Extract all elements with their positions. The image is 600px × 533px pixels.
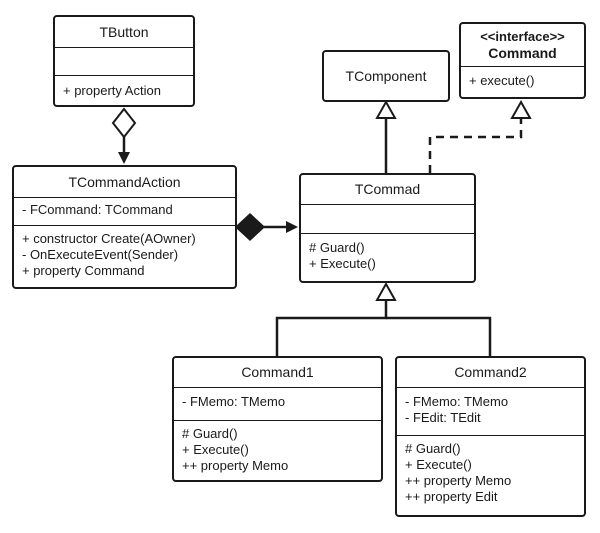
composition-arrowhead [286,221,298,233]
class-command-stereotype: <<interface>> [480,28,565,44]
class-command2-operations: # Guard() + Execute() ++ property Memo +… [397,435,584,509]
operation: ++ property Memo [182,458,289,473]
class-tbutton-operations: + property Action [55,75,193,103]
class-tcomponent: TComponent [322,50,450,102]
class-tcommandaction: TCommandAction - FCommand: TCommand + co… [12,165,237,289]
class-tcommad-attributes [301,204,474,233]
operation: + Execute() [309,256,376,271]
class-command2-name: Command2 [454,364,527,380]
class-command1-attributes: - FMemo: TMemo [174,387,381,420]
generalization-triangle-tcomponent [375,99,397,119]
class-tbutton-name: TButton [99,23,149,40]
operation: + Execute() [182,442,249,457]
class-command2: Command2 - FMemo: TMemo - FEdit: TEdit #… [395,356,586,517]
class-command2-name-compartment: Command2 [397,358,584,387]
operation: + property Command [22,263,145,278]
class-tcommandaction-name: TCommandAction [68,173,181,190]
generalization-line-command2-tcommad [386,316,492,356]
class-tbutton: TButton + property Action [53,15,195,107]
operation: + constructor Create(AOwner) [22,231,196,246]
class-tbutton-name-compartment: TButton [55,17,193,47]
class-tcommad-name-compartment: TCommad [301,175,474,204]
class-tcommandaction-name-compartment: TCommandAction [14,167,235,197]
operation: ++ property Edit [405,489,498,504]
class-command1-name: Command1 [241,364,314,380]
realization-line-tcommad-command [428,118,523,173]
generalization-line-command1-tcommad [275,300,388,356]
aggregation-arrowhead [118,152,130,164]
class-command2-attributes: - FMemo: TMemo - FEdit: TEdit [397,387,584,435]
operation: # Guard() [405,441,461,456]
class-command1: Command1 - FMemo: TMemo # Guard() + Exec… [172,356,383,482]
operation: - OnExecuteEvent(Sender) [22,247,179,262]
class-tcommandaction-operations: + constructor Create(AOwner) - OnExecute… [14,225,235,283]
class-command-operations: + execute() [461,66,584,93]
operation: ++ property Memo [405,473,512,488]
class-tbutton-attributes [55,47,193,75]
operation: # Guard() [182,426,238,441]
attribute: - FMemo: TMemo [182,394,286,409]
class-tcomponent-name-compartment: TComponent [324,52,448,100]
class-tcomponent-name: TComponent [345,67,427,84]
composition-diamond-filled [234,212,266,242]
operation: + property Action [63,83,161,98]
operation: + execute() [469,73,535,88]
operation: # Guard() [309,240,365,255]
attribute: - FMemo: TMemo [405,394,509,409]
attribute: - FCommand: TCommand [22,202,173,217]
class-command-name-compartment: <<interface>> Command [461,24,584,66]
class-tcommandaction-attributes: - FCommand: TCommand [14,197,235,225]
class-command-interface: <<interface>> Command + execute() [459,22,586,99]
class-tcommad: TCommad # Guard() + Execute() [299,173,476,283]
generalization-triangle-tcommad [375,281,397,301]
operation: + Execute() [405,457,472,472]
realization-triangle-command [510,99,532,119]
aggregation-diamond-open [111,107,137,139]
class-command1-name-compartment: Command1 [174,358,381,387]
attribute: - FEdit: TEdit [405,410,481,425]
class-tcommad-name: TCommad [354,181,421,197]
class-command-name: Command [488,44,557,61]
class-tcommad-operations: # Guard() + Execute() [301,233,474,276]
class-command1-operations: # Guard() + Execute() ++ property Memo [174,420,381,478]
